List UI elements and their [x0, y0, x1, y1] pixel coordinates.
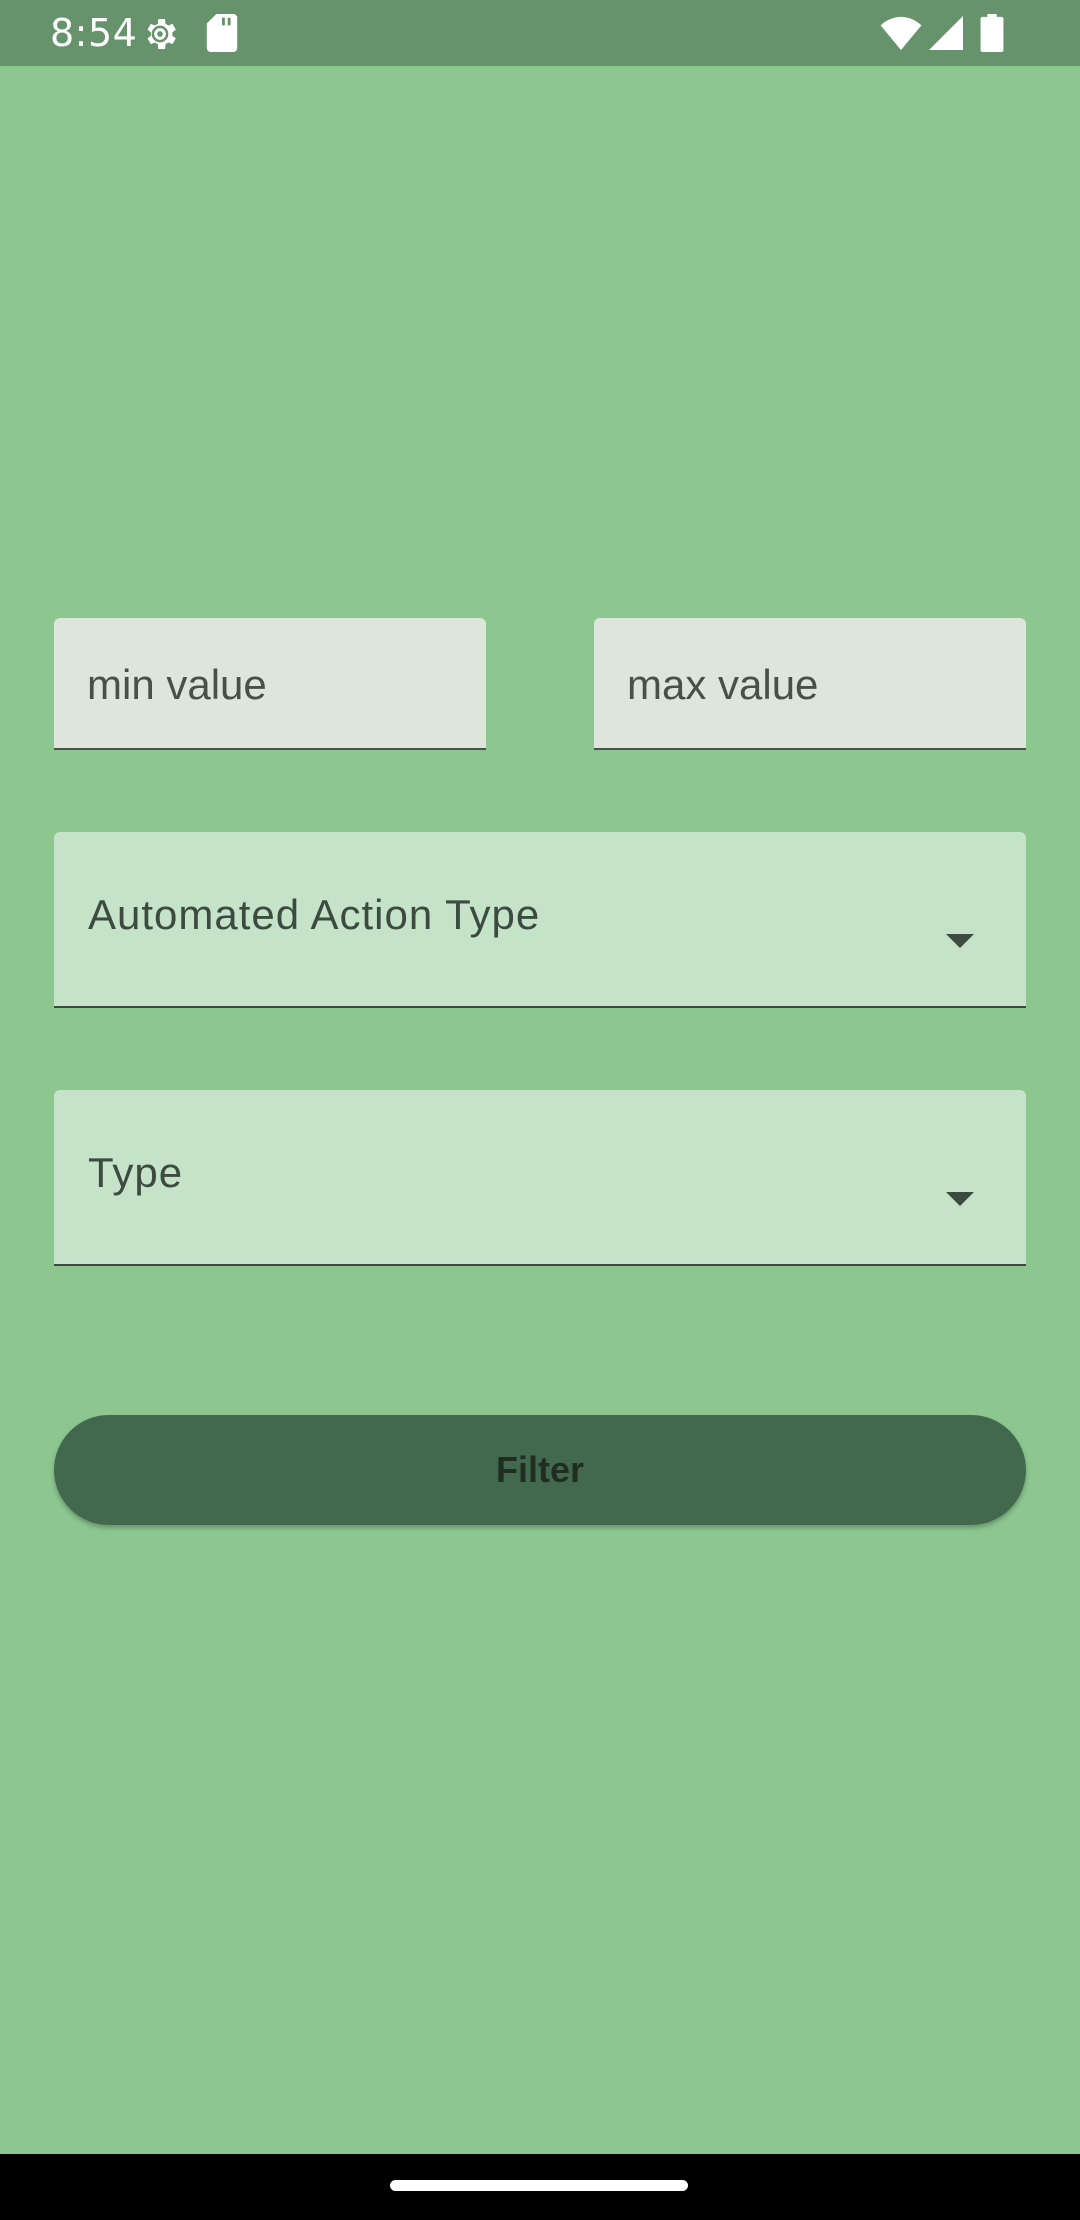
max-value-placeholder: max value [627, 661, 819, 708]
automated-action-type-label: Automated Action Type [88, 891, 541, 938]
filter-screen: min value max value Automated Action Typ… [0, 66, 1080, 2154]
battery-icon [980, 14, 1004, 52]
type-dropdown[interactable]: Type [54, 1090, 1026, 1266]
sd-card-icon [206, 14, 238, 52]
home-handle[interactable] [390, 2180, 688, 2191]
signal-icon [929, 16, 963, 50]
type-label: Type [88, 1149, 184, 1196]
status-time: 8:54 [50, 11, 138, 55]
wifi-icon [880, 16, 922, 50]
filter-button-label: Filter [495, 1449, 584, 1490]
chevron-down-icon [946, 934, 974, 948]
navigation-bar [0, 2154, 1080, 2220]
chevron-down-icon [946, 1192, 974, 1206]
status-bar: 8:54 [0, 0, 1080, 66]
min-value-field[interactable]: min value [54, 618, 486, 750]
filter-button[interactable]: Filter [54, 1415, 1026, 1525]
max-value-field[interactable]: max value [594, 618, 1026, 750]
settings-icon [147, 19, 176, 49]
automated-action-type-dropdown[interactable]: Automated Action Type [54, 832, 1026, 1008]
min-value-placeholder: min value [87, 661, 267, 708]
